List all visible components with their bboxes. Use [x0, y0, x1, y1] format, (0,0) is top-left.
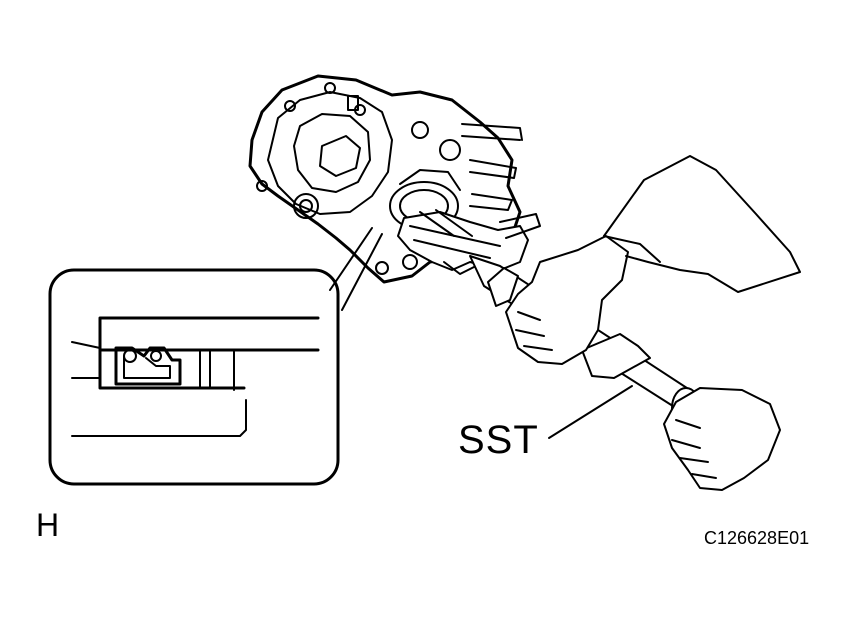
figure-code: C126628E01 — [704, 528, 810, 548]
leader-lines — [329, 227, 633, 439]
section-label: H — [36, 507, 60, 543]
sst-label: SST — [458, 418, 539, 462]
detail-inset — [48, 268, 340, 486]
hands — [505, 155, 801, 491]
